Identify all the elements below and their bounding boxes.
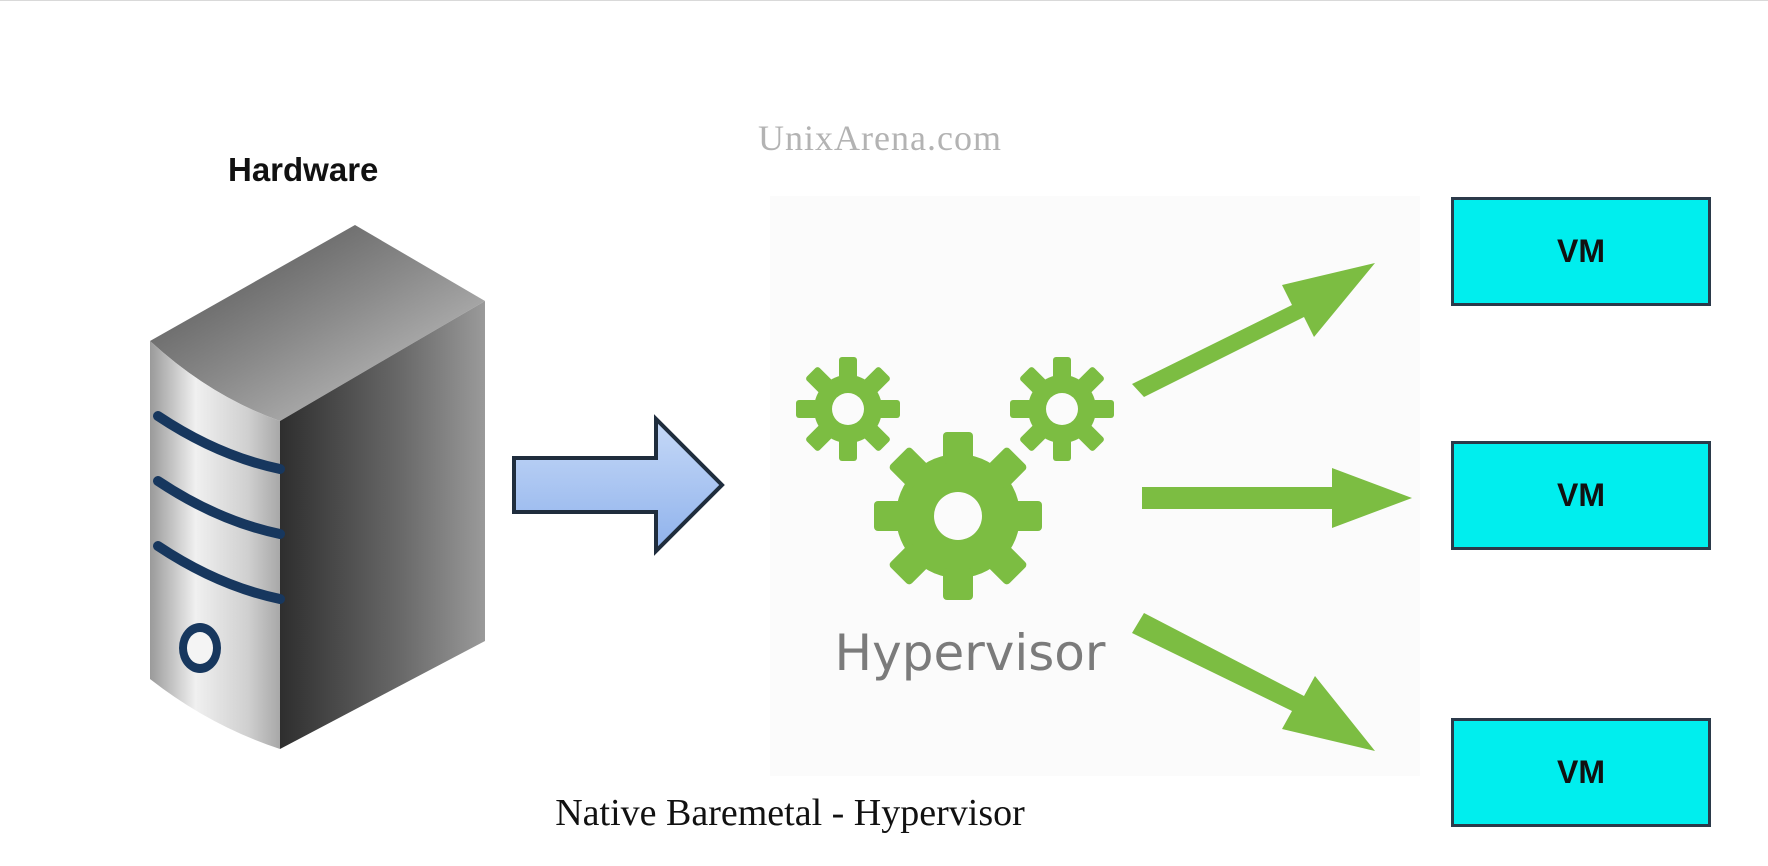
vm-label: VM bbox=[1557, 754, 1605, 790]
vm-box: VM bbox=[1451, 718, 1711, 827]
hypervisor-label: Hypervisor bbox=[834, 624, 1106, 682]
server-icon bbox=[150, 225, 485, 749]
vm-label: VM bbox=[1557, 477, 1605, 513]
green-arrow-icon bbox=[1142, 468, 1412, 528]
hardware-label: Hardware bbox=[228, 151, 379, 188]
green-arrow-icon bbox=[1132, 263, 1375, 397]
vm-box: VM bbox=[1451, 441, 1711, 550]
watermark: UnixArena.com bbox=[758, 118, 1002, 158]
gears-icon bbox=[796, 357, 1114, 600]
vm-label: VM bbox=[1557, 233, 1605, 269]
green-arrow-icon bbox=[1132, 613, 1375, 751]
arrow-right-icon bbox=[512, 414, 725, 556]
vm-box: VM bbox=[1451, 197, 1711, 306]
vm-arrows bbox=[1132, 263, 1412, 751]
diagram-caption: Native Baremetal - Hypervisor bbox=[555, 792, 1025, 834]
